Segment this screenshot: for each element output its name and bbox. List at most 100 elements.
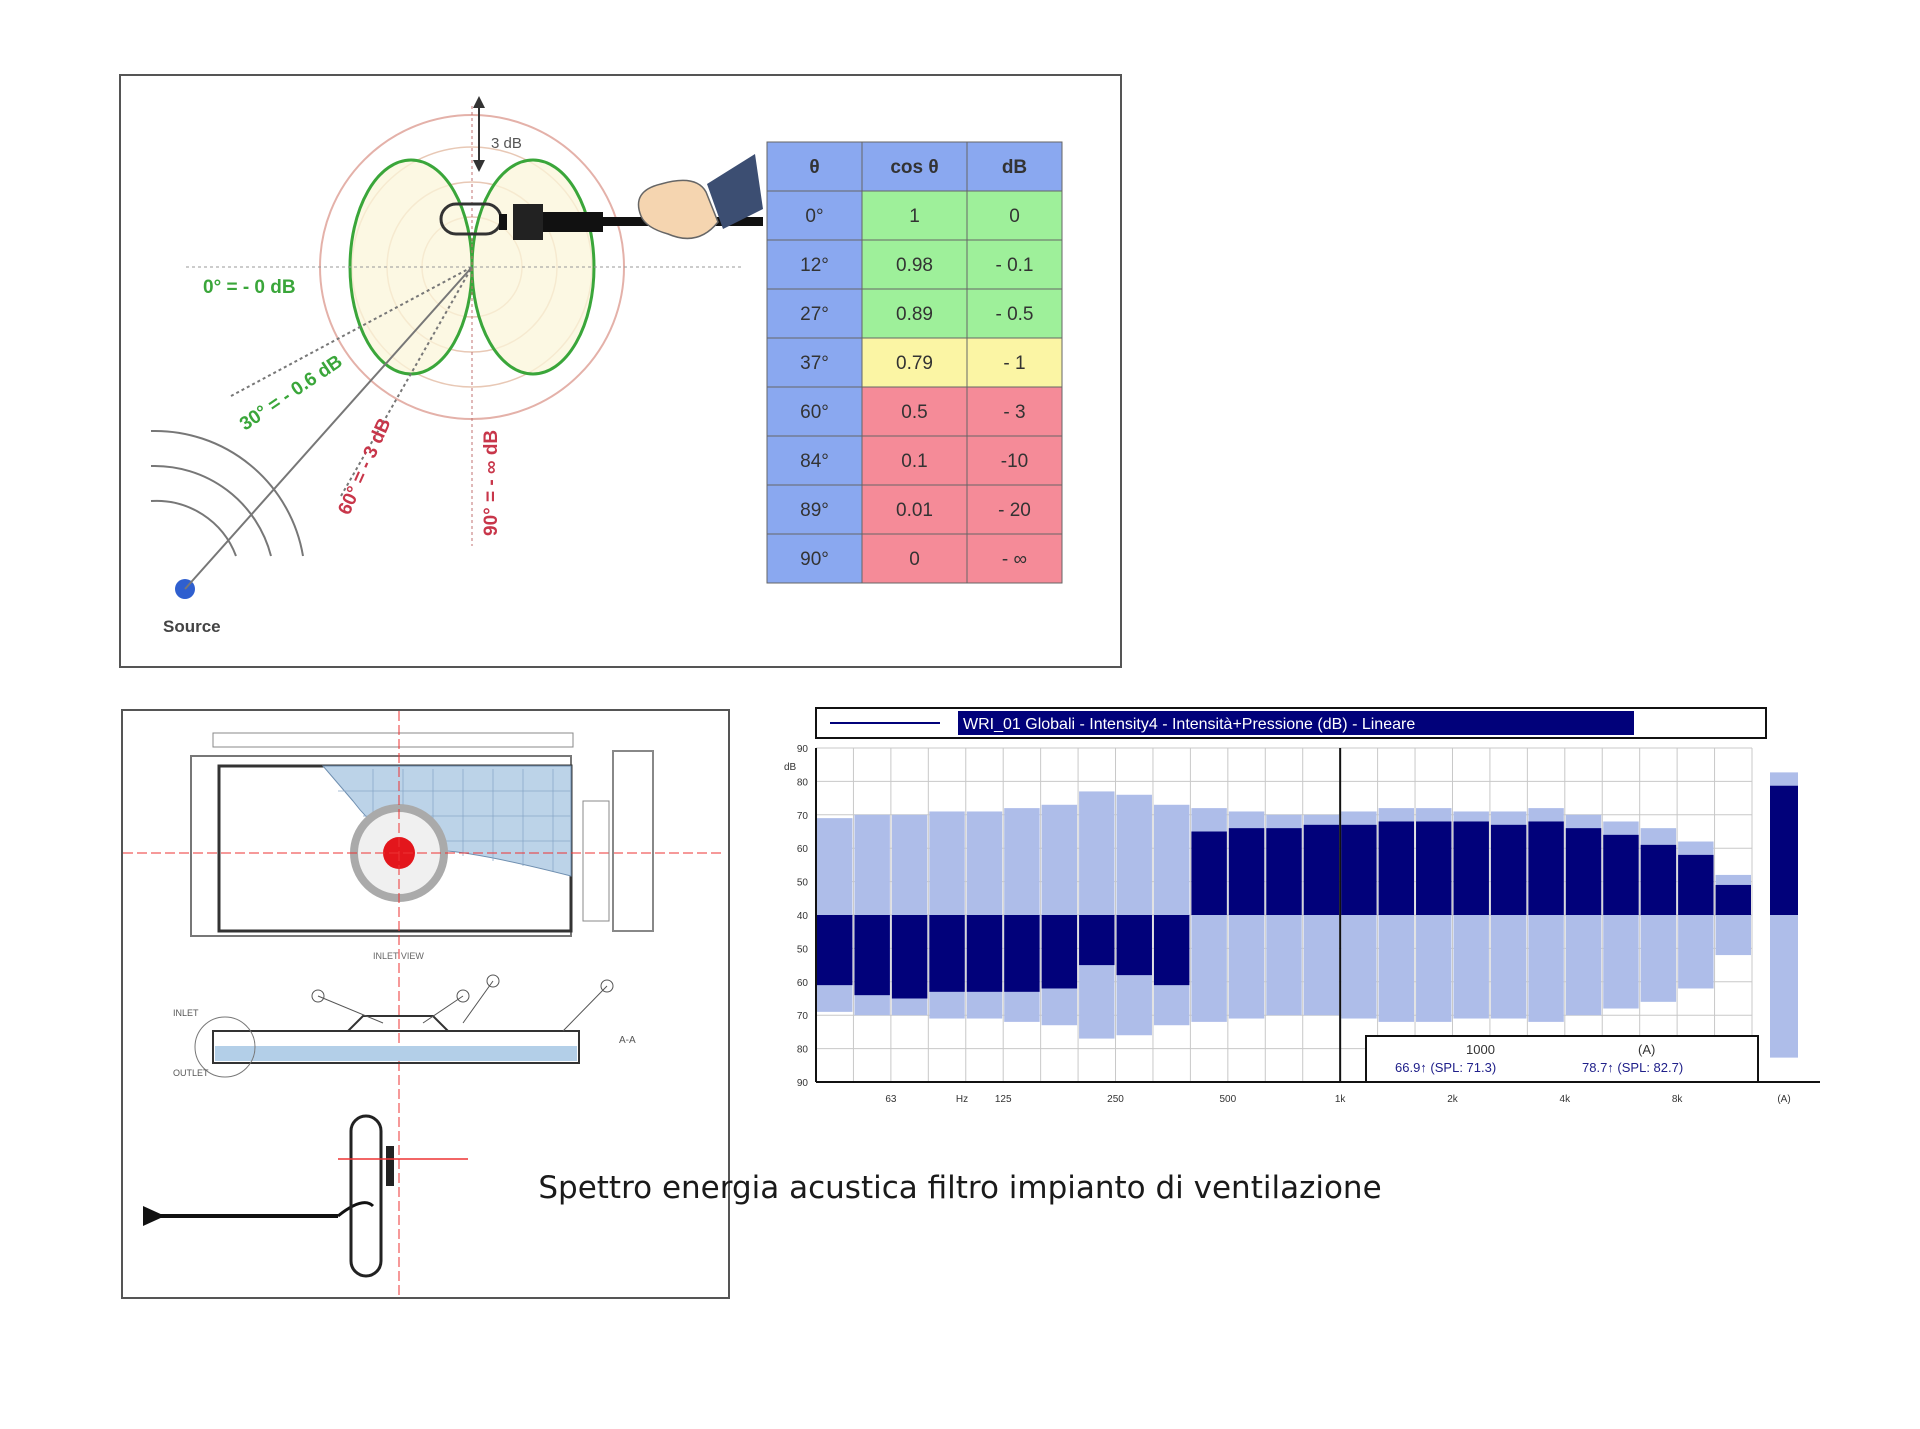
chart-bars [817, 748, 1798, 1082]
probe-directivity-panel: Source 3 dB [119, 74, 1122, 668]
y-tick-label: 70 [797, 1011, 809, 1022]
x-tick-label: 1k [1335, 1094, 1347, 1105]
table-cell-value: - 1 [1003, 353, 1025, 374]
table-cell-value: 0.01 [896, 500, 933, 521]
table-cell-value: - ∞ [1002, 549, 1027, 570]
intensity-bar [1528, 821, 1564, 915]
intensity-bar [1603, 834, 1639, 915]
y-tick-label: 90 [797, 1078, 809, 1089]
table-cell [966, 533, 1063, 584]
intensity-bar [1490, 824, 1527, 915]
intensity-probe [439, 154, 763, 240]
table-cell-value: - 0.1 [995, 255, 1033, 276]
source-waves [150, 429, 304, 557]
table-cell [766, 337, 863, 388]
table-cell [861, 533, 968, 584]
intensity-bar [1266, 828, 1302, 915]
intensity-bar [1565, 828, 1602, 915]
y-tick-label: 40 [797, 911, 809, 922]
probe-side-view [143, 1114, 468, 1278]
table-cell [861, 484, 968, 535]
table-cell-value: 0.1 [901, 451, 927, 472]
intensity-bar [1041, 915, 1078, 989]
intensity-bar [1416, 821, 1452, 915]
table-cell [766, 288, 863, 339]
table-cell [861, 288, 968, 339]
table-cell [861, 337, 968, 388]
y-tick-label: 90 [797, 744, 809, 755]
table-header-label: θ [809, 157, 819, 178]
intensity-bar [817, 915, 853, 986]
table-cell-value: 0.98 [896, 255, 933, 276]
intensity-bar [1079, 915, 1115, 966]
table-header-cell [966, 141, 1063, 192]
table-cell-value: 90° [800, 549, 829, 570]
table-cell [966, 239, 1063, 290]
y-tick-label: 80 [797, 777, 809, 788]
table-cell [766, 533, 863, 584]
angle-label-60: 60° = - 3 dB [334, 415, 395, 518]
table-cell [861, 435, 968, 486]
outlet-label: OUTLET [173, 1068, 209, 1078]
x-tick-label: 8k [1672, 1094, 1684, 1105]
y-tick-label: 70 [797, 811, 809, 822]
y-axis-ticks: 90 80 70 60 50 40 50 60 70 80 90 [797, 744, 809, 1089]
table-cell [766, 386, 863, 437]
intensity-bar [1228, 828, 1265, 915]
cursor-readout: 1000 66.9↑ (SPL: 71.3) (A) 78.7↑ (SPL: 8… [1365, 1035, 1759, 1083]
y-tick-label: 50 [797, 944, 809, 955]
spectrum-chart: WRI_01 Globali - Intensity4 - Intensità+… [770, 706, 1830, 1126]
table-cell-value: 0.79 [896, 353, 933, 374]
source-label: Source [163, 617, 221, 636]
table-cell [861, 190, 968, 241]
y-tick-label: 80 [797, 1045, 809, 1056]
x-tick-label: 63 [885, 1094, 897, 1105]
intensity-bar [1453, 821, 1489, 915]
x-tick-label: 125 [995, 1094, 1012, 1105]
table-cell-value: 0 [1009, 206, 1020, 227]
cursor-a-label: (A) [1638, 1042, 1655, 1057]
table-cell [966, 435, 1063, 486]
y-tick-label: 60 [797, 978, 809, 989]
intensity-bar [1153, 915, 1190, 986]
table-header-label: cos θ [890, 157, 938, 178]
angle-label-0: 0° = - 0 dB [203, 277, 296, 298]
spectrum-chart-svg: WRI_01 Globali - Intensity4 - Intensità+… [784, 707, 1820, 1105]
table-cell [966, 484, 1063, 535]
intensity-bar [1378, 821, 1415, 915]
angle-label-90: 90° = - ∞ dB [481, 430, 502, 536]
intensity-bar [929, 915, 965, 992]
x-tick-label: 2k [1447, 1094, 1459, 1105]
y-tick-label: 60 [797, 844, 809, 855]
table-cell-value: - 3 [1003, 402, 1025, 423]
intensity-bar [891, 915, 928, 999]
table-header-cell [766, 141, 863, 192]
intensity-bar [1715, 884, 1751, 915]
table-cell-value: 0 [909, 549, 920, 570]
table-cell-value: 0.5 [901, 402, 927, 423]
intensity-bar [1341, 824, 1377, 915]
table-cell-value: 60° [800, 402, 829, 423]
table-cell [861, 239, 968, 290]
table-cell [766, 190, 863, 241]
legend-title: WRI_01 Globali - Intensity4 - Intensità+… [963, 716, 1415, 733]
table-cell-value: 89° [800, 500, 829, 521]
cursor-freq-value: 66.9↑ (SPL: 71.3) [1395, 1060, 1496, 1075]
y-tick-label: 50 [797, 878, 809, 889]
filter-technical-drawing: INLET VIEW INLET OUTLET A-A [123, 711, 723, 1297]
table-cell-value: -10 [1001, 451, 1028, 472]
intensity-bar [1004, 915, 1040, 992]
cursor-freq: 1000 [1466, 1042, 1495, 1057]
filter-drawing-panel: INLET VIEW INLET OUTLET A-A [121, 709, 730, 1299]
figure-caption: Spettro energia acustica filtro impianto… [538, 1170, 1382, 1206]
intensity-bar [854, 915, 890, 996]
table-cell [966, 288, 1063, 339]
table-cell-value: 37° [800, 353, 829, 374]
table-cell-value: - 0.5 [995, 304, 1033, 325]
filter-front-view: INLET VIEW [123, 711, 723, 1297]
x-tick-label: 500 [1219, 1094, 1236, 1105]
probe-directivity-diagram: Source 3 dB [150, 96, 1063, 636]
y-unit-label: dB [784, 762, 797, 773]
